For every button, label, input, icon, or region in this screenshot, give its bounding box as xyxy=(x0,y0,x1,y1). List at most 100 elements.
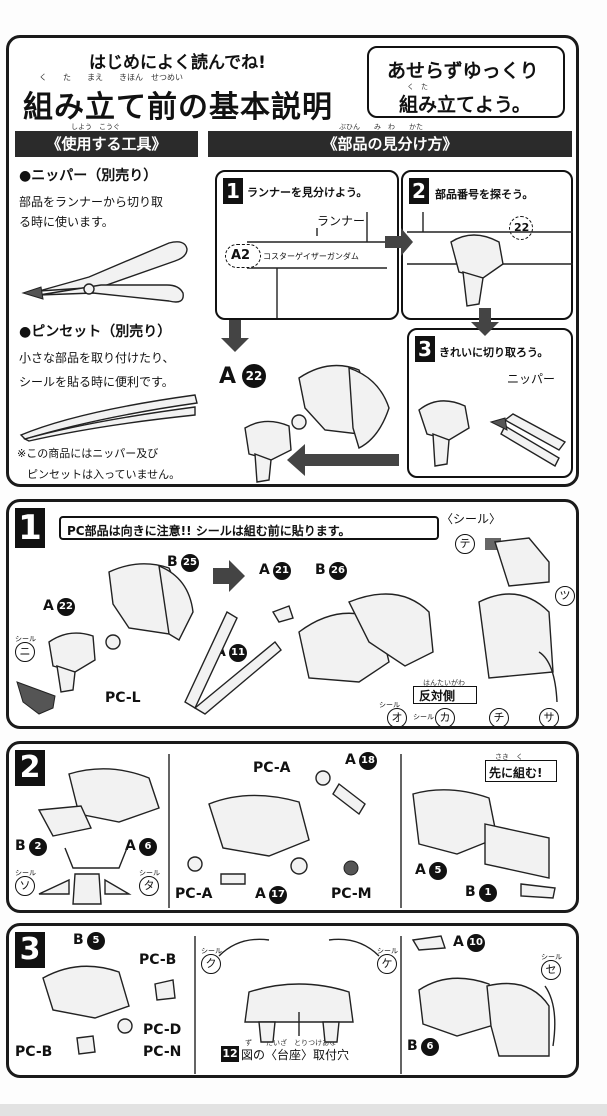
seal-word-so: シール xyxy=(15,869,36,877)
tools-heading-ruby: しよう こうぐ xyxy=(71,123,120,131)
step2-a6-letter: A xyxy=(125,838,136,854)
step2-assembly-illustration xyxy=(37,754,556,908)
step1-a21-number: 21 xyxy=(273,562,291,580)
tools-note-line1: ※この商品にはニッパー及び xyxy=(17,447,159,460)
step1-b25-letter: B xyxy=(167,554,178,570)
part-on-runner-icon xyxy=(407,212,573,307)
runner-name: コスターゲイザーガンダム xyxy=(263,252,359,261)
cutting-part-icon xyxy=(418,400,567,467)
tools-note-line2: ピンセットは入っていません。 xyxy=(27,468,181,481)
parts-step3-text: きれいに切り取ろう。 xyxy=(439,346,549,359)
page-bottom-edge xyxy=(0,1104,607,1116)
tweezers-desc-line2: シールを貼る時に便利です。 xyxy=(19,375,174,389)
step3-pc-b-top: PC-B xyxy=(139,952,177,968)
step1-banner-text: PC部品は向きに注意!! シールは組む前に貼ります。 xyxy=(67,524,351,538)
step1-pc-l: PC-L xyxy=(105,690,141,706)
step1-b25-number: 25 xyxy=(181,554,199,572)
head-parts-icon xyxy=(244,364,390,483)
cut-box: 3 きれいに切り取ろう。 ニッパー xyxy=(407,328,573,478)
first-assemble-ruby: さき く xyxy=(495,753,523,761)
parts-step2-number: 2 xyxy=(409,178,429,204)
result-part-letter: A xyxy=(219,364,237,389)
step2-a18-number: 18 xyxy=(359,752,377,770)
tools-heading: 《使用する工具》 xyxy=(15,131,198,157)
part-number-tag: 22 xyxy=(509,216,533,240)
step1-assembly-illustration xyxy=(16,537,558,715)
step1-panel: 1 PC部品は向きに注意!! シールは組む前に貼ります。 〈シール〉 テ B 2… xyxy=(6,499,579,729)
seal-so: ソ xyxy=(15,876,35,896)
slogan-ruby: く た xyxy=(407,83,428,91)
seal-ku: ク xyxy=(201,954,221,974)
step2-b1-letter: B xyxy=(465,884,476,900)
seal-te: テ xyxy=(455,534,475,554)
tweezers-icon xyxy=(19,394,198,442)
step2-a5-letter: A xyxy=(415,862,426,878)
step2-a17-letter: A xyxy=(255,886,266,902)
step1-a11-number: 11 xyxy=(229,644,247,662)
step2-pc-m: PC-M xyxy=(331,886,372,902)
parts-step3-number: 3 xyxy=(415,336,435,362)
tweezers-title: ●ピンセット（別売り） xyxy=(19,324,172,340)
seal-word-o: シール xyxy=(379,701,400,709)
step3-number: 3 xyxy=(15,932,45,968)
seal-sa: サ xyxy=(539,708,559,726)
step2-b1-number: 1 xyxy=(479,884,497,902)
parts-step1-text: ランナーを見分けよう。 xyxy=(247,186,368,199)
hantai-box xyxy=(413,686,477,704)
figure-ruby: ず だいざ とりつけあな xyxy=(245,1039,337,1047)
runner-box: 1 ランナーを見分けよう。 ランナー A2 コスターゲイザーガンダム xyxy=(215,170,399,320)
step3-b6-letter: B xyxy=(407,1038,418,1054)
hantai-ruby: はんたいがわ xyxy=(423,679,465,687)
first-assemble-box: 先に組む! xyxy=(485,760,557,782)
parts-step1-number: 1 xyxy=(223,178,243,204)
parts-flow-arrows xyxy=(221,228,499,476)
step3-b6-number: 6 xyxy=(421,1038,439,1056)
step1-a21-letter: A xyxy=(259,562,270,578)
step3-pc-n: PC-N xyxy=(143,1044,182,1060)
step1-a22-number: 22 xyxy=(57,598,75,616)
figure-caption: 図の〈台座〉取付穴 xyxy=(241,1048,350,1062)
hantai-text: 反対側 xyxy=(419,689,456,703)
step2-b2-number: 2 xyxy=(29,838,47,856)
seal-ni: ニ xyxy=(15,642,35,662)
seal-word-se: シール xyxy=(541,953,562,961)
seal-word-ke: シール xyxy=(377,947,398,955)
tweezers-desc-line1: 小さな部品を取り付けたり、 xyxy=(19,351,175,365)
step2-a5-number: 5 xyxy=(429,862,447,880)
step3-a10-number: 10 xyxy=(467,934,485,952)
seal-se: セ xyxy=(541,960,561,980)
slogan-line2: 組み立てよう。 xyxy=(399,94,531,116)
seal-label: 〈シール〉 xyxy=(441,512,502,526)
seal-word-ka: シール xyxy=(413,713,434,721)
slogan-line1: あせらずゆっくり xyxy=(387,60,539,82)
step3-assembly-illustration xyxy=(42,935,556,1074)
seal-ke: ケ xyxy=(377,954,397,974)
intro-line: はじめによく読んでね! xyxy=(89,53,266,73)
basics-panel: はじめによく読んでね! く た まえ きほん せつめい 組み立て前の基本説明 あ… xyxy=(6,35,579,487)
result-part-number: 22 xyxy=(242,364,266,388)
step2-pc-a-top: PC-A xyxy=(253,760,291,776)
runner-frame-icon xyxy=(247,212,387,318)
nipper-callout: ニッパー xyxy=(507,372,556,386)
step1-a22-letter: A xyxy=(43,598,54,614)
step3-b5-number: 5 xyxy=(87,932,105,950)
figure-number: 12 xyxy=(221,1046,239,1062)
step2-number: 2 xyxy=(15,750,45,786)
step1-b26-letter: B xyxy=(315,562,326,578)
step3-panel: 3 B 5 PC-B PC-D PC-B PC-N シール ク シール ケ 12… xyxy=(6,923,579,1078)
nipper-icon xyxy=(21,241,188,303)
parts-step2-text: 部品番号を探そう。 xyxy=(435,188,534,201)
title-ruby: く た まえ きほん せつめい xyxy=(39,73,183,82)
first-assemble-text: 先に組む! xyxy=(489,766,543,780)
step2-panel: 2 B 2 A 6 シール ソ シール タ PC-A A 18 PC-A A 1… xyxy=(6,741,579,913)
part-number-value: 22 xyxy=(514,221,530,234)
seal-word-ta: シール xyxy=(139,869,160,877)
step1-b26-number: 26 xyxy=(329,562,347,580)
step2-a18-letter: A xyxy=(345,752,356,768)
seal-ka: カ xyxy=(435,708,455,726)
seal-o: オ xyxy=(387,708,407,726)
seal-word-ni: シール xyxy=(15,635,36,643)
step3-pc-d: PC-D xyxy=(143,1022,182,1038)
nipper-desc-line2: る時に使います。 xyxy=(19,215,114,229)
